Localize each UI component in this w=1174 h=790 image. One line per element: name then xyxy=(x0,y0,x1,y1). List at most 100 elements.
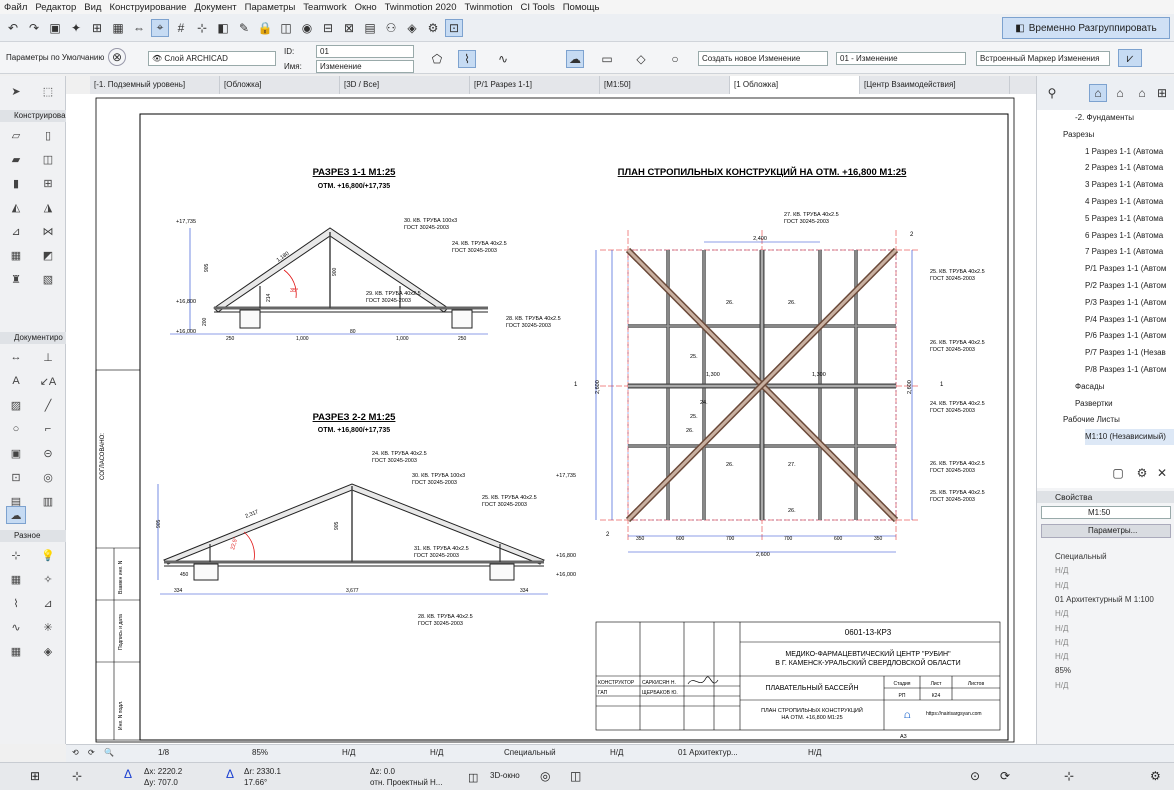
navigator-item[interactable]: -2. Фундаменты xyxy=(1075,113,1134,122)
render-icon[interactable]: ◉ xyxy=(301,20,313,35)
magic-wand-icon[interactable]: ✦ xyxy=(70,20,82,35)
settings-icon[interactable]: ⚙ xyxy=(1136,466,1148,480)
teamwork-icon[interactable]: ⚇ xyxy=(385,20,397,35)
circle-tool-icon[interactable]: ○ xyxy=(12,423,20,435)
name-field[interactable]: Изменение xyxy=(316,60,414,73)
circle-icon[interactable]: ○ xyxy=(671,52,679,66)
label-tool-icon[interactable]: ↙A xyxy=(39,375,57,388)
navigator-item[interactable]: 4 Разрез 1-1 (Автома xyxy=(1085,197,1164,206)
property-row[interactable]: Н/Д xyxy=(1055,609,1069,619)
navigator-item[interactable]: Р/8 Разрез 1-1 (Автом xyxy=(1085,365,1167,374)
navigator-item[interactable]: Р/3 Разрез 1-1 (Автом xyxy=(1085,297,1167,307)
elevation-icon[interactable]: ⊠ xyxy=(343,20,355,35)
properties-value[interactable]: М1:50 xyxy=(1041,506,1171,519)
property-row[interactable]: 01 Архитектурный М 1:100 xyxy=(1055,594,1154,604)
mesh-tool-icon[interactable]: ▦ xyxy=(10,573,22,586)
view-tab[interactable]: [Центр Взаимодействия] xyxy=(860,76,1010,94)
property-row[interactable]: Н/Д xyxy=(1055,580,1069,590)
suspend-groups-icon[interactable]: ⊡ xyxy=(445,18,463,37)
settings-icon[interactable]: ⚙ xyxy=(1150,769,1161,783)
undo-zoom-icon[interactable]: ⟲ xyxy=(72,748,79,757)
change-tool-icon[interactable]: ▥ xyxy=(42,495,54,508)
pen-set-icon[interactable]: ✎ xyxy=(238,20,250,35)
property-row[interactable]: Специальный xyxy=(1055,552,1107,561)
cube-icon[interactable]: ◫ xyxy=(570,769,582,783)
navigator-item[interactable]: Р/2 Разрез 1-1 (Автом xyxy=(1085,281,1167,290)
navigator-item[interactable]: Р/1 Разрез 1-1 (Автом xyxy=(1085,264,1167,274)
property-row[interactable]: Н/Д xyxy=(1055,623,1069,633)
skylight-tool-icon[interactable]: ◈ xyxy=(43,645,53,658)
change-value-field[interactable]: 01 - Изменение xyxy=(836,52,966,65)
menu-item[interactable]: Параметры xyxy=(244,1,296,13)
id-field[interactable]: 01 xyxy=(316,45,414,58)
object-tool-icon[interactable]: ♜ xyxy=(11,273,21,286)
navigator-item[interactable]: 6 Разрез 1-1 (Автома xyxy=(1085,230,1164,240)
camera-tool-icon[interactable]: ⊿ xyxy=(43,597,53,610)
3d-view-icon[interactable]: ◫ xyxy=(468,772,479,784)
menu-item[interactable]: Вид xyxy=(84,1,102,13)
coord-dz[interactable]: Δz: 0.0 xyxy=(370,767,395,776)
window-tool-icon[interactable]: ⊞ xyxy=(43,177,53,190)
view-tab[interactable]: [-1. Подземный уровень] xyxy=(90,76,220,94)
shell-tool-icon[interactable]: ◮ xyxy=(43,201,53,214)
twinmotion-icon[interactable]: ◈ xyxy=(407,20,417,35)
menu-item[interactable]: Twinmotion 2020 xyxy=(384,1,457,13)
guide-icon[interactable]: ⊹ xyxy=(196,20,208,35)
camera-icon[interactable]: ⊙ xyxy=(970,769,981,783)
view-tab[interactable]: [Обложка] xyxy=(220,76,340,94)
navigator-item[interactable]: Разрезы xyxy=(1063,129,1095,139)
polyline-tool-icon[interactable]: ⌐ xyxy=(44,423,52,435)
beam-tool-icon[interactable]: ▰ xyxy=(11,153,21,166)
view-tab[interactable]: [3D / Все] xyxy=(340,76,470,94)
fill-tool-icon[interactable]: ▨ xyxy=(10,399,22,412)
table-tool-icon[interactable]: ▦ xyxy=(10,645,22,658)
grid-icon[interactable]: ▦ xyxy=(112,20,124,35)
layer-dropdown[interactable]: 👁 Слой ARCHICAD xyxy=(148,51,276,66)
coord-dy[interactable]: Δy: 707.0 xyxy=(144,778,178,787)
morph-tool-icon[interactable]: ◩ xyxy=(42,249,54,262)
navigator-item[interactable]: Р/4 Разрез 1-1 (Автом xyxy=(1085,314,1167,324)
level-dim-tool-icon[interactable]: ⊥ xyxy=(43,351,53,364)
zoom-fit-icon[interactable]: 🔍 xyxy=(104,748,114,757)
3d-view-button[interactable]: 3D-окно xyxy=(490,771,520,780)
zone-tool-icon[interactable]: ▧ xyxy=(42,273,54,286)
section-document[interactable]: Документиро xyxy=(0,332,66,344)
worksheet-tool-icon[interactable]: ▤ xyxy=(10,495,22,508)
project-map-icon[interactable]: ⚲ xyxy=(1047,86,1057,100)
navigator-item[interactable]: 7 Разрез 1-1 (Автома xyxy=(1085,247,1164,257)
view-map-icon[interactable]: ⌂ xyxy=(1089,84,1107,102)
property-row[interactable]: Н/Д xyxy=(1055,637,1069,647)
organizer-icon[interactable]: ⊞ xyxy=(1156,86,1168,100)
redo-zoom-icon[interactable]: ⟳ xyxy=(88,748,95,757)
spline-icon[interactable]: ∿ xyxy=(497,52,509,66)
section-misc[interactable]: Разное xyxy=(0,530,66,542)
layer-icon[interactable]: ◧ xyxy=(217,20,229,35)
spline-tool-icon[interactable]: ∿ xyxy=(11,621,21,634)
rectangle-icon[interactable]: ▭ xyxy=(601,52,613,66)
dimension-tool-icon[interactable]: ↔ xyxy=(10,351,22,363)
view-tab[interactable]: [М1:50] xyxy=(600,76,730,94)
drawing-tool-icon[interactable]: ▣ xyxy=(10,447,22,460)
navigator-item[interactable]: Р/7 Разрез 1-1 (Незав xyxy=(1085,348,1166,358)
figure-tool-icon[interactable]: ⌇ xyxy=(13,597,19,610)
curtain-wall-tool-icon[interactable]: ▦ xyxy=(10,249,22,262)
navigator-item[interactable]: Развертки xyxy=(1075,398,1113,408)
wall-tool-icon[interactable]: ▱ xyxy=(11,129,21,142)
cursor-snap-icon[interactable]: ⌖ xyxy=(151,18,169,37)
paste-icon[interactable]: ▣ xyxy=(49,20,61,35)
grid-element-tool-icon[interactable]: ⊹ xyxy=(11,549,21,562)
hotspot-tool-icon[interactable]: ✧ xyxy=(43,573,53,586)
revision-tool-icon[interactable]: ⊗ xyxy=(108,48,126,66)
door-tool-icon[interactable]: ▮ xyxy=(12,177,20,190)
menu-item[interactable]: Помощь xyxy=(562,1,600,13)
marquee-tool-icon[interactable]: ⬚ xyxy=(42,85,54,98)
rotated-rect-icon[interactable]: ◇ xyxy=(636,52,646,66)
menu-item[interactable]: Окно xyxy=(354,1,377,13)
coord-dx[interactable]: Δx: 2220.2 xyxy=(144,767,183,776)
change-dropdown[interactable]: Создать новое Изменение xyxy=(698,51,828,66)
coord-ref[interactable]: отн. Проектный Н... xyxy=(370,778,443,787)
new-view-icon[interactable]: ▢ xyxy=(1112,466,1124,480)
move-icon[interactable]: ⇔ xyxy=(133,20,145,35)
navigator-item[interactable]: М1:10 (Независимый) xyxy=(1085,429,1174,446)
sun-tool-icon[interactable]: ✳ xyxy=(43,621,53,634)
